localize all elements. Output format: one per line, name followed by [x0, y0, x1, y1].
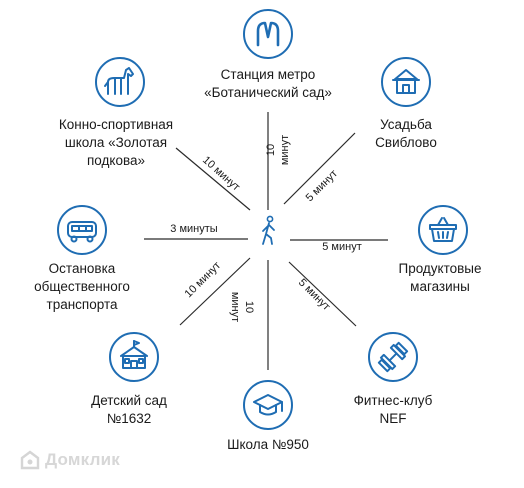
horse-icon	[104, 67, 134, 95]
dumbbell-icon	[377, 341, 409, 373]
icon-badge-bus	[57, 205, 107, 255]
icon-badge-kindergarten	[109, 332, 159, 382]
domclick-logo-icon	[20, 450, 40, 470]
spoke-manor	[283, 132, 356, 205]
shopping-basket-icon	[429, 217, 457, 242]
icon-badge-manor	[381, 57, 431, 107]
graduation-cap-icon	[253, 394, 283, 416]
time-label-fitness: 5 минут	[296, 277, 332, 313]
time-label-bus: 3 минуты	[170, 223, 217, 235]
spoke-kindergarten	[179, 257, 251, 326]
watermark-text: Домклик	[45, 450, 120, 469]
kindergarten-icon	[120, 340, 148, 369]
walking-person-icon	[248, 212, 288, 252]
icon-badge-shops	[418, 205, 468, 255]
destination-label-manor: Усадьба Свиблово	[375, 117, 437, 150]
bus-icon	[67, 221, 97, 243]
time-label-school: 10минут	[229, 292, 255, 322]
destination-label-fitness: Фитнес-клуб NEF	[353, 393, 433, 426]
time-label-shops: 5 минут	[322, 241, 362, 253]
destination-label-school: Школа №950	[227, 437, 309, 452]
house-icon	[392, 69, 420, 94]
destination-label-metro: Станция метро «Ботанический сад»	[204, 67, 332, 100]
time-label-kindergarten: 10 минут	[183, 260, 224, 301]
spoke-horse	[175, 147, 251, 211]
destination-label-horse: Конно-спортивная школа «Золотая подкова»	[58, 117, 174, 168]
icon-badge-fitness	[368, 332, 418, 382]
icon-badge-horse	[95, 57, 145, 107]
destination-label-shops: Продуктовые магазины	[398, 261, 482, 294]
icon-badge-metro	[243, 9, 293, 59]
destination-label-bus: Остановка общественного транспорта	[34, 261, 130, 312]
watermark: Домклик	[20, 450, 120, 470]
metro-logo-icon	[256, 21, 280, 47]
time-label-manor: 5 минут	[304, 168, 340, 204]
icon-badge-school	[243, 380, 293, 430]
spoke-fitness	[288, 261, 357, 327]
destination-label-kindergarten: Детский сад №1632	[91, 393, 167, 426]
